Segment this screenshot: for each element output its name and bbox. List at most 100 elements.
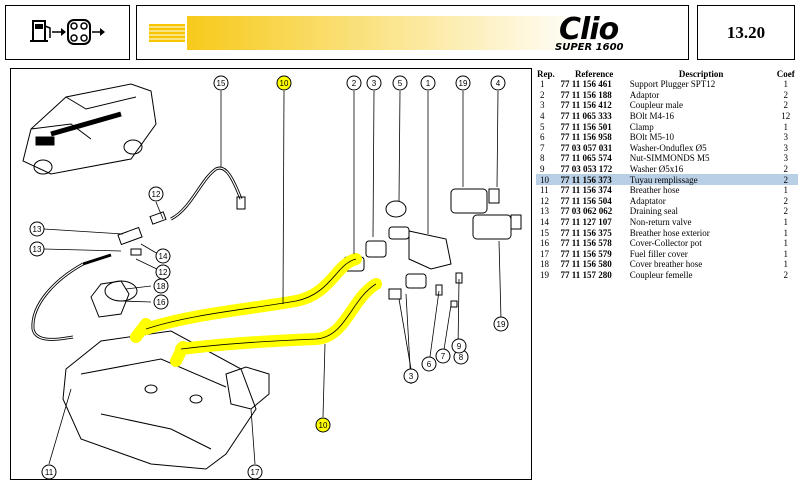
svg-text:8: 8: [459, 353, 464, 362]
cell-description: Breather hose exterior: [629, 227, 710, 238]
cell-description: Washer-Onduflex Ø5: [629, 142, 707, 153]
cell-reference: 77 11 156 373: [559, 174, 629, 185]
cell-rep: 11: [540, 185, 549, 196]
cell-reference: 77 03 062 062: [560, 206, 613, 217]
fuel-system-icon: [30, 19, 105, 45]
svg-text:16: 16: [157, 298, 166, 307]
model-banner: Clio SUPER 1600: [136, 5, 689, 60]
svg-text:2: 2: [352, 79, 357, 88]
cell-coef: 2: [783, 164, 789, 175]
cell-coef: 3: [783, 153, 789, 164]
cell-reference: 77 11 156 412: [560, 100, 612, 111]
cell-reference: 77 11 157 280: [560, 269, 612, 280]
svg-text:13: 13: [33, 225, 42, 234]
cell-rep: 17: [540, 248, 549, 259]
callout-4: 4: [490, 75, 506, 91]
cell-description: Non-return valve: [629, 217, 692, 228]
cell-description: Tuyau remplissage: [628, 174, 774, 185]
cell-coef: 1: [783, 185, 789, 196]
svg-text:12: 12: [159, 268, 168, 277]
callout-11: 11: [41, 464, 57, 480]
clio-logo: Clio: [559, 12, 619, 47]
callout-3: 3: [366, 75, 382, 91]
svg-text:13: 13: [33, 245, 42, 254]
cell-coef: 1: [783, 259, 789, 270]
cell-description: BOlt M5-10: [629, 132, 675, 143]
cell-reference: 77 11 156 578: [560, 238, 612, 249]
cell-reference: 77 11 065 333: [560, 111, 612, 122]
cell-reference: 77 11 156 504: [560, 195, 612, 206]
cell-reference: 77 11 156 580: [560, 259, 612, 270]
svg-text:5: 5: [398, 79, 403, 88]
callout-2: 2: [346, 75, 362, 91]
table-row[interactable]: 18 77 11 156 580 Cover breather hose 1: [536, 259, 798, 270]
cell-description: Nut-SIMMONDS M5: [629, 153, 710, 164]
callout-18: 18: [153, 278, 169, 294]
cell-rep: 18: [540, 259, 549, 270]
cell-reference: 77 03 053 172: [560, 164, 613, 175]
cell-rep: 16: [540, 238, 549, 249]
col-reference: Reference: [574, 68, 614, 79]
section-icon-box: [5, 5, 130, 60]
callout-16: 16: [153, 294, 169, 310]
cell-description: Cover breather hose: [629, 259, 703, 270]
cell-reference: 77 11 156 958: [560, 132, 612, 143]
car-illustration: [22, 83, 157, 175]
callout-13-b: 13: [29, 241, 45, 257]
cell-reference: 77 03 057 031: [560, 142, 613, 153]
cell-description: Adaptor: [629, 89, 660, 100]
callout-13-a: 13: [29, 221, 45, 237]
callout-15: 15: [213, 75, 229, 91]
col-coef: Coef: [776, 68, 795, 79]
cell-reference: 77 11 156 375: [560, 227, 612, 238]
cell-rep: 1: [540, 79, 545, 90]
callout-14: 14: [155, 248, 171, 264]
cell-coef: 1: [783, 238, 789, 249]
cell-rep: 3: [540, 100, 545, 111]
callout-9: 9: [451, 338, 467, 354]
svg-text:10: 10: [319, 421, 328, 430]
cell-coef: 3: [783, 142, 789, 153]
cell-rep: 10: [536, 174, 560, 185]
cell-reference: 77 11 065 574: [560, 153, 612, 164]
cell-coef: 1: [783, 227, 789, 238]
cell-rep: 19: [540, 269, 549, 280]
cell-coef: 1: [783, 217, 789, 228]
cell-reference: 77 11 156 579: [560, 248, 612, 259]
cell-description: Fuel filler cover: [629, 248, 688, 259]
cell-coef: 2: [783, 195, 789, 206]
cell-rep: 4: [540, 111, 545, 122]
callout-12-a: 12: [148, 186, 164, 202]
svg-text:14: 14: [159, 252, 168, 261]
cell-reference: 77 11 156 461: [560, 79, 612, 90]
table-row[interactable]: 8 77 11 065 574 Nut-SIMMONDS M5 3: [536, 153, 798, 164]
svg-text:10: 10: [280, 79, 289, 88]
cell-reference: 77 11 156 501: [560, 121, 612, 132]
cell-rep: 8: [540, 153, 545, 164]
cell-coef: 2: [783, 206, 789, 217]
callout-19-b: 19: [493, 316, 509, 332]
cell-coef: 1: [783, 121, 789, 132]
svg-text:3: 3: [372, 79, 377, 88]
callout-10-bottom: 10: [315, 417, 331, 433]
callout-1: 1: [420, 75, 436, 91]
cell-coef: 1: [783, 79, 789, 90]
